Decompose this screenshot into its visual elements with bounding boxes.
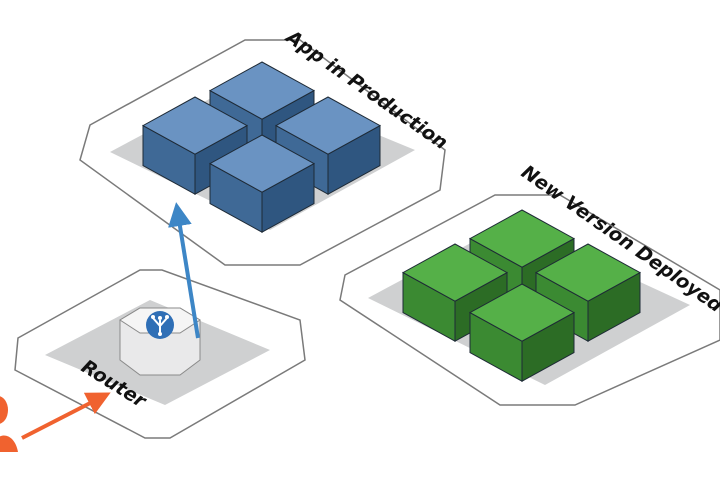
production-block-face (141, 96, 249, 155)
router-fork-icon (146, 311, 174, 339)
router-to-production-arrow (168, 202, 200, 339)
new-version-block (468, 283, 576, 383)
production-block-face (274, 96, 382, 155)
new-version-block-face (534, 243, 642, 302)
production-block-face (208, 134, 316, 193)
router-panel: Router (14, 269, 306, 439)
new-version-block-face (468, 209, 576, 268)
production-panel: App in Production (79, 25, 452, 266)
user-to-router-arrow (21, 392, 111, 440)
new-version-block-face (468, 283, 576, 342)
new-version-cluster (401, 209, 642, 383)
production-block (208, 134, 316, 234)
router-node (119, 307, 201, 376)
user-icon (0, 396, 18, 452)
production-block-face (208, 61, 316, 120)
production-cluster (141, 61, 382, 234)
new-version-block-face (401, 243, 509, 302)
